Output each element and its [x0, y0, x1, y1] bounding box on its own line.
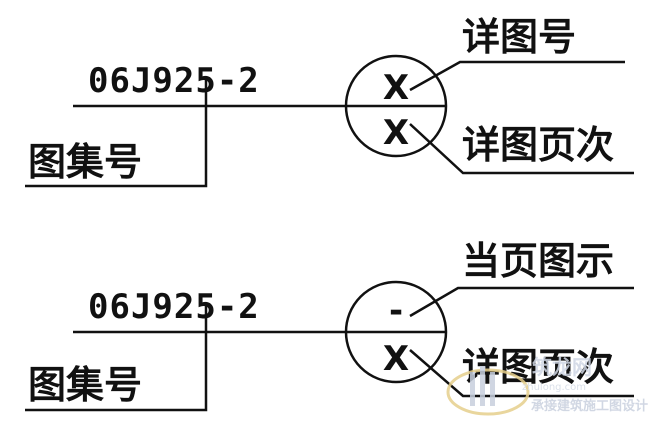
top-lower-callout: 详图页次: [462, 123, 614, 167]
watermark-brand: 筑龙网: [532, 355, 592, 379]
watermark-url: zhulong.com: [522, 382, 586, 393]
bottom-lower-callout-line: [409, 349, 634, 398]
bottom-upper-symbol: -: [389, 291, 403, 331]
bottom-atlas-code: 06J925-2: [88, 287, 260, 327]
bottom-upper-callout-line: [409, 286, 634, 318]
top-upper-symbol: X: [383, 68, 409, 108]
watermark-slogan: 承接建筑施工图设计: [531, 398, 648, 414]
top-atlas-label: 图集号: [28, 140, 142, 184]
top-lower-callout-line: [409, 123, 634, 175]
top-upper-callout-line: [409, 60, 625, 92]
bottom-detail-index: 06J925-2 图集号 - X 当页图示 详图页次: [25, 239, 634, 412]
bottom-lower-symbol: X: [383, 339, 409, 379]
bottom-atlas-bracket: [25, 304, 208, 412]
bottom-atlas-label: 图集号: [28, 363, 142, 407]
watermark: 筑龙网 zhulong.com 承接建筑施工图设计: [446, 355, 648, 416]
top-atlas-bracket: [25, 78, 208, 188]
top-detail-index: 06J925-2 图集号 X X 详图号 详图页次: [25, 15, 634, 188]
bottom-upper-callout: 当页图示: [462, 239, 614, 283]
top-lower-symbol: X: [383, 113, 409, 153]
top-upper-callout: 详图号: [462, 15, 576, 59]
top-atlas-code: 06J925-2: [88, 61, 260, 101]
bottom-lower-callout: 详图页次: [462, 345, 614, 389]
watermark-logo-icon: [446, 366, 530, 416]
